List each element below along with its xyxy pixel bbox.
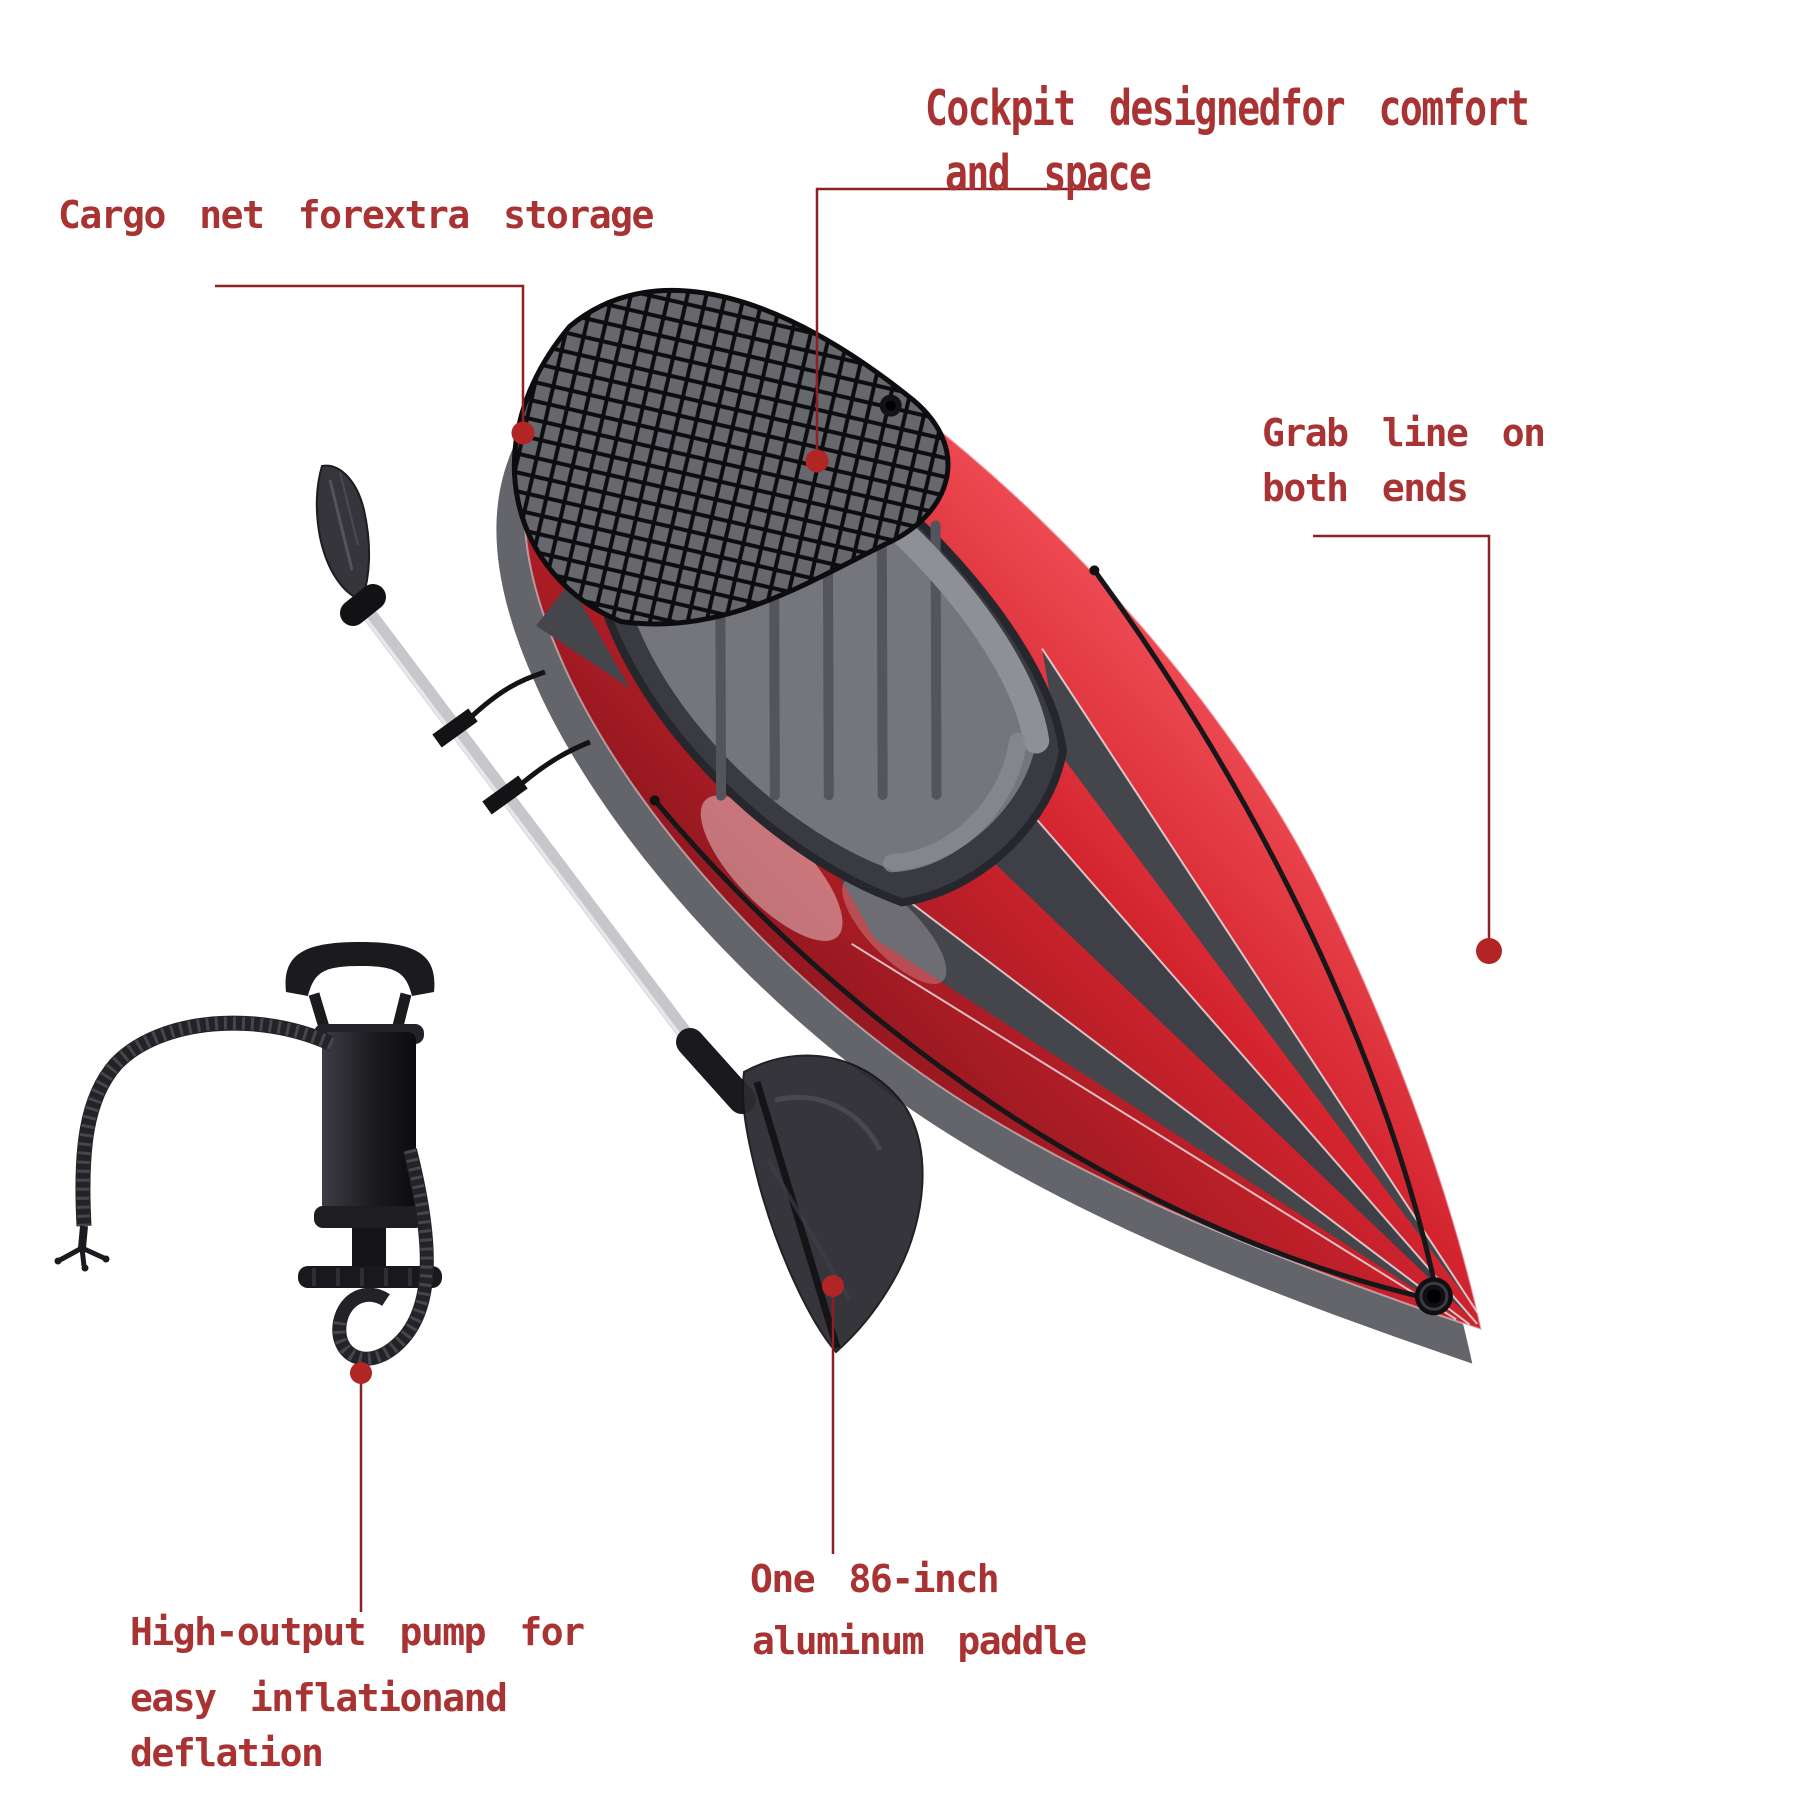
paddle-illustration (315, 464, 924, 1354)
cargo-net-label: Cargo net forextra storage (58, 193, 654, 237)
seat-groove (876, 520, 888, 801)
pump-foot (298, 1266, 442, 1288)
grommet-ring (1419, 1281, 1449, 1311)
seat-front-lip (882, 732, 1027, 873)
callout-dots (350, 421, 1502, 1384)
cord-tie (649, 795, 660, 806)
blade-collar (340, 584, 386, 626)
pump-handle (285, 942, 435, 996)
pump-label-line-2: easy inflationand (130, 1676, 508, 1720)
cargo-net-mesh (514, 290, 948, 625)
blade-streak (339, 471, 359, 546)
shaft-strap (482, 775, 528, 815)
paddle-blade-bottom (741, 1054, 924, 1354)
blade-spine (753, 1080, 841, 1350)
leader-cockpit (815, 187, 1095, 461)
paddle-ferrule (676, 1028, 756, 1114)
cargo-net-edge (511, 287, 951, 627)
grab-cord-lower (652, 798, 1432, 1302)
callout-leaders (215, 187, 1491, 1612)
paddle-label-line-1: One 86-inch (750, 1557, 1000, 1601)
grab-line-label-line-1: Grab line on (1262, 411, 1546, 455)
grommet-hole (1426, 1289, 1441, 1304)
pump-label-line-1: High-output pump for (130, 1610, 585, 1654)
hose-loop-ribbing (333, 1148, 433, 1365)
shaft-strap (432, 708, 478, 748)
cargo-net-illustration (511, 287, 951, 627)
pump-nozzle (58, 1225, 106, 1267)
callout-dot-grab-line (1476, 938, 1502, 964)
nozzle-tip (81, 1264, 89, 1272)
kayak-illustration (496, 287, 1483, 1364)
deck-stripe (536, 582, 630, 689)
pump-post (352, 1228, 386, 1270)
pump-body (322, 1032, 416, 1212)
stern-grommet (1414, 1277, 1453, 1316)
grab-cord-upper (1092, 568, 1440, 1295)
pump-hose (75, 1015, 336, 1227)
cockpit-label-line-2: and space (945, 145, 1152, 202)
pump-collar (314, 1206, 424, 1228)
blade-streak (328, 479, 354, 571)
pump-illustration (54, 942, 442, 1366)
inflation-valve (885, 400, 896, 411)
shaft-highlight (356, 606, 699, 1060)
leader-grab-line (1313, 534, 1491, 951)
blade-sheen (774, 1094, 883, 1152)
strap-rope (468, 669, 546, 720)
cockpit-label-line-1: Cockpit designedfor comfort (925, 80, 1530, 137)
paddle-label-line-2: aluminum paddle (752, 1619, 1087, 1663)
nozzle-tip (54, 1257, 62, 1265)
pinstripe (812, 827, 1471, 1326)
pinstripe (1041, 648, 1479, 1314)
callout-dot-paddle (822, 1275, 844, 1297)
callout-dot-cargo-net (511, 421, 535, 445)
grab-line-cord (652, 568, 1440, 1302)
callout-dot-pump (350, 1362, 372, 1384)
cord-tie (1089, 565, 1100, 576)
callout-dot-cockpit (805, 449, 829, 473)
strap-rope (518, 739, 591, 787)
nozzle-tip (102, 1255, 110, 1263)
pinstripe (851, 942, 1457, 1321)
deck-highlight (842, 876, 947, 984)
leader-cargo-net (215, 284, 525, 433)
deck-highlight (700, 795, 843, 941)
paddle-shaft (355, 598, 710, 1064)
pump-label-line-3: deflation (130, 1731, 324, 1775)
grab-line-label-line-2: both ends (1262, 466, 1469, 510)
